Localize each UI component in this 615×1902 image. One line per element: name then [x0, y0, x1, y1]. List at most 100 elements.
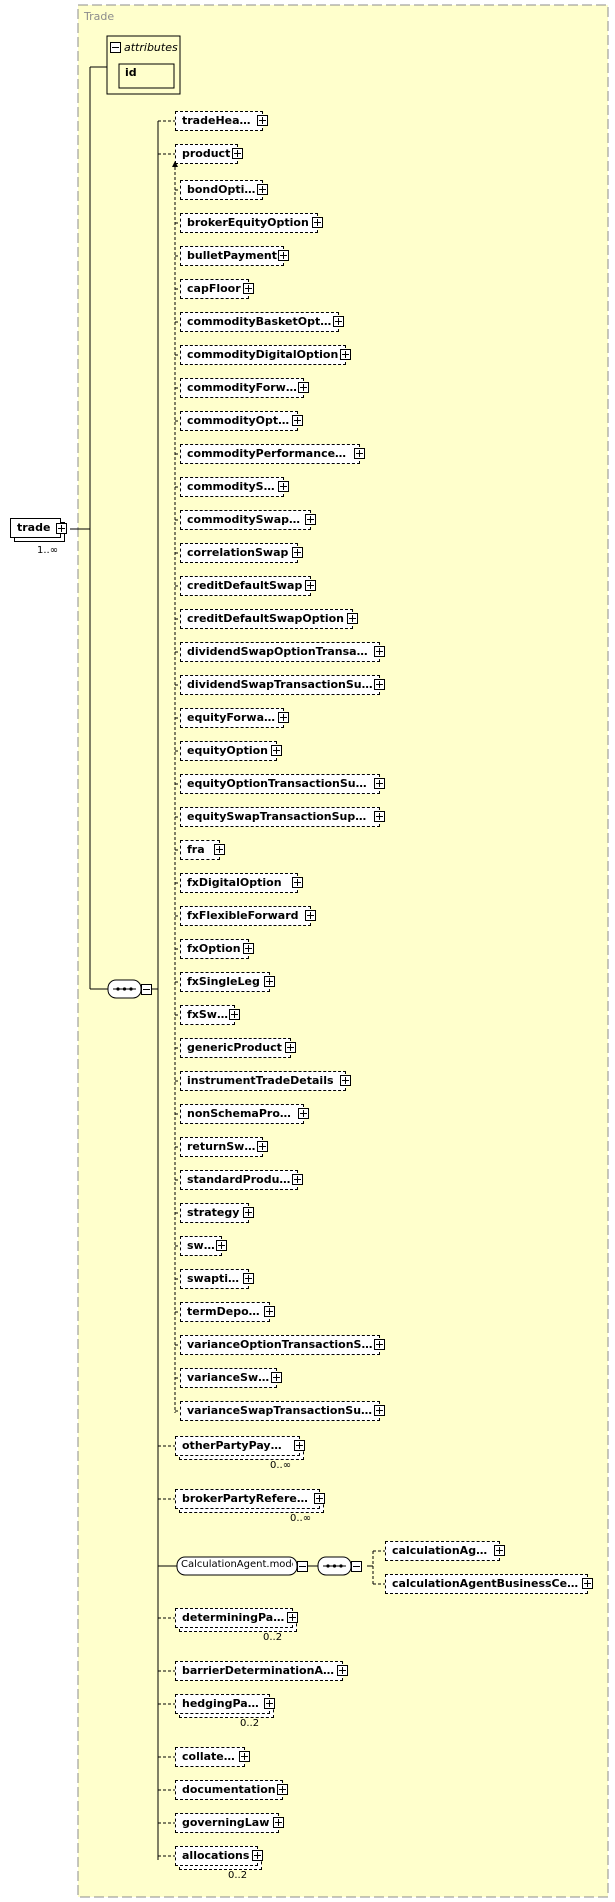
product-item-13-expand-icon[interactable]	[347, 613, 358, 624]
element-calculation-agent-expand-icon[interactable]	[494, 1545, 505, 1556]
product-item-30-expand-icon[interactable]	[292, 1174, 303, 1185]
element-allocations[interactable]: allocations	[175, 1846, 258, 1866]
product-item-22-expand-icon[interactable]	[305, 910, 316, 921]
calc-sequence-collapse-icon[interactable]	[351, 1561, 362, 1572]
product-item-9-expand-icon[interactable]	[278, 481, 289, 492]
element-other-party-payment-expand-icon[interactable]	[294, 1440, 305, 1451]
product-item-26[interactable]: genericProduct	[180, 1038, 291, 1058]
element-governing-law[interactable]: governingLaw	[175, 1813, 279, 1833]
product-item-19-expand-icon[interactable]	[374, 811, 385, 822]
product-item-11[interactable]: correlationSwap	[180, 543, 298, 563]
element-determining-party[interactable]: determiningParty	[175, 1608, 293, 1628]
product-item-17-expand-icon[interactable]	[271, 745, 282, 756]
product-item-36[interactable]: varianceSwap	[180, 1368, 277, 1388]
product-item-21[interactable]: fxDigitalOption	[180, 873, 298, 893]
root-element-trade[interactable]: trade	[10, 518, 61, 538]
product-item-10-expand-icon[interactable]	[305, 514, 316, 525]
product-item-7[interactable]: commodityOption	[180, 411, 298, 431]
product-item-18[interactable]: equityOptionTransactionSupple...	[180, 774, 380, 794]
element-barrier-determination-agent-expand-icon[interactable]	[337, 1665, 348, 1676]
product-item-28-expand-icon[interactable]	[298, 1108, 309, 1119]
sequence-collapse-icon[interactable]	[141, 984, 152, 995]
element-calculation-agent-business-center[interactable]: calculationAgentBusinessCenter	[385, 1574, 588, 1594]
product-item-11-expand-icon[interactable]	[292, 547, 303, 558]
product-item-4-expand-icon[interactable]	[333, 316, 344, 327]
product-item-18-expand-icon[interactable]	[374, 778, 385, 789]
product-item-3[interactable]: capFloor	[180, 279, 249, 299]
product-item-23[interactable]: fxOption	[180, 939, 249, 959]
product-item-35[interactable]: varianceOptionTransactionSup...	[180, 1335, 380, 1355]
product-item-0-expand-icon[interactable]	[257, 184, 268, 195]
element-hedging-party[interactable]: hedgingParty	[175, 1694, 270, 1714]
product-item-12[interactable]: creditDefaultSwap	[180, 576, 311, 596]
product-item-27[interactable]: instrumentTradeDetails	[180, 1071, 346, 1091]
product-item-10[interactable]: commoditySwaption	[180, 510, 311, 530]
product-item-9[interactable]: commoditySwap	[180, 477, 284, 497]
product-item-24-expand-icon[interactable]	[264, 976, 275, 987]
product-item-17[interactable]: equityOption	[180, 741, 277, 761]
product-item-16[interactable]: equityForward	[180, 708, 284, 728]
product-item-34-expand-icon[interactable]	[264, 1306, 275, 1317]
product-item-15-expand-icon[interactable]	[374, 679, 385, 690]
product-item-33-expand-icon[interactable]	[243, 1273, 254, 1284]
element-collateral-expand-icon[interactable]	[239, 1751, 250, 1762]
product-item-36-expand-icon[interactable]	[271, 1372, 282, 1383]
attribute-id[interactable]: id	[125, 66, 137, 79]
product-item-29[interactable]: returnSwap	[180, 1137, 263, 1157]
element-other-party-payment[interactable]: otherPartyPayment	[175, 1436, 300, 1456]
product-item-13[interactable]: creditDefaultSwapOption	[180, 609, 353, 629]
element-allocations-expand-icon[interactable]	[252, 1850, 263, 1861]
product-item-1-expand-icon[interactable]	[312, 217, 323, 228]
product-item-4[interactable]: commodityBasketOption	[180, 312, 339, 332]
product-item-28[interactable]: nonSchemaProduct	[180, 1104, 304, 1124]
product-item-29-expand-icon[interactable]	[257, 1141, 268, 1152]
element-broker-party-reference[interactable]: brokerPartyReference	[175, 1489, 320, 1509]
product-item-37-expand-icon[interactable]	[374, 1405, 385, 1416]
calc-agent-model-label[interactable]: CalculationAgent.model	[181, 1559, 293, 1570]
product-item-2[interactable]: bulletPayment	[180, 246, 284, 266]
product-item-25[interactable]: fxSwap	[180, 1005, 235, 1025]
product-item-12-expand-icon[interactable]	[305, 580, 316, 591]
element-documentation-expand-icon[interactable]	[277, 1784, 288, 1795]
product-item-27-expand-icon[interactable]	[340, 1075, 351, 1086]
product-item-20-expand-icon[interactable]	[214, 844, 225, 855]
product-item-0[interactable]: bondOption	[180, 180, 263, 200]
product-item-32-expand-icon[interactable]	[216, 1240, 227, 1251]
product-item-37[interactable]: varianceSwapTransactionSuppl...	[180, 1401, 380, 1421]
product-item-33[interactable]: swaption	[180, 1269, 249, 1289]
element-broker-party-reference-expand-icon[interactable]	[314, 1493, 325, 1504]
product-item-22[interactable]: fxFlexibleForward	[180, 906, 311, 926]
element-calculation-agent-business-center-expand-icon[interactable]	[582, 1578, 593, 1589]
product-item-19[interactable]: equitySwapTransactionSupple...	[180, 807, 380, 827]
root-expand-icon[interactable]	[56, 523, 67, 534]
element-barrier-determination-agent[interactable]: barrierDeterminationAgent	[175, 1661, 343, 1681]
product-item-31[interactable]: strategy	[180, 1203, 249, 1223]
product-item-14-expand-icon[interactable]	[374, 646, 385, 657]
element-product-expand-icon[interactable]	[232, 148, 243, 159]
product-item-5-expand-icon[interactable]	[340, 349, 351, 360]
product-item-6-expand-icon[interactable]	[298, 382, 309, 393]
product-item-14[interactable]: dividendSwapOptionTransactio...	[180, 642, 380, 662]
product-item-6[interactable]: commodityForward	[180, 378, 304, 398]
element-determining-party-expand-icon[interactable]	[287, 1612, 298, 1623]
element-trade-header-expand-icon[interactable]	[257, 115, 268, 126]
element-trade-header[interactable]: tradeHeader	[175, 111, 263, 131]
product-item-1[interactable]: brokerEquityOption	[180, 213, 318, 233]
calc-agent-model-collapse-icon[interactable]	[297, 1561, 308, 1572]
product-item-2-expand-icon[interactable]	[278, 250, 289, 261]
product-item-25-expand-icon[interactable]	[229, 1009, 240, 1020]
element-governing-law-expand-icon[interactable]	[273, 1817, 284, 1828]
product-item-16-expand-icon[interactable]	[278, 712, 289, 723]
element-documentation[interactable]: documentation	[175, 1780, 283, 1800]
product-item-24[interactable]: fxSingleLeg	[180, 972, 270, 992]
element-calculation-agent[interactable]: calculationAgent	[385, 1541, 500, 1561]
product-item-8-expand-icon[interactable]	[354, 448, 365, 459]
product-item-35-expand-icon[interactable]	[374, 1339, 385, 1350]
attributes-collapse-icon[interactable]	[110, 42, 121, 53]
element-collateral[interactable]: collateral	[175, 1747, 245, 1767]
element-product[interactable]: product	[175, 144, 238, 164]
element-hedging-party-expand-icon[interactable]	[264, 1698, 275, 1709]
product-item-15[interactable]: dividendSwapTransactionSuppl...	[180, 675, 380, 695]
product-item-30[interactable]: standardProduct	[180, 1170, 298, 1190]
product-item-26-expand-icon[interactable]	[285, 1042, 296, 1053]
